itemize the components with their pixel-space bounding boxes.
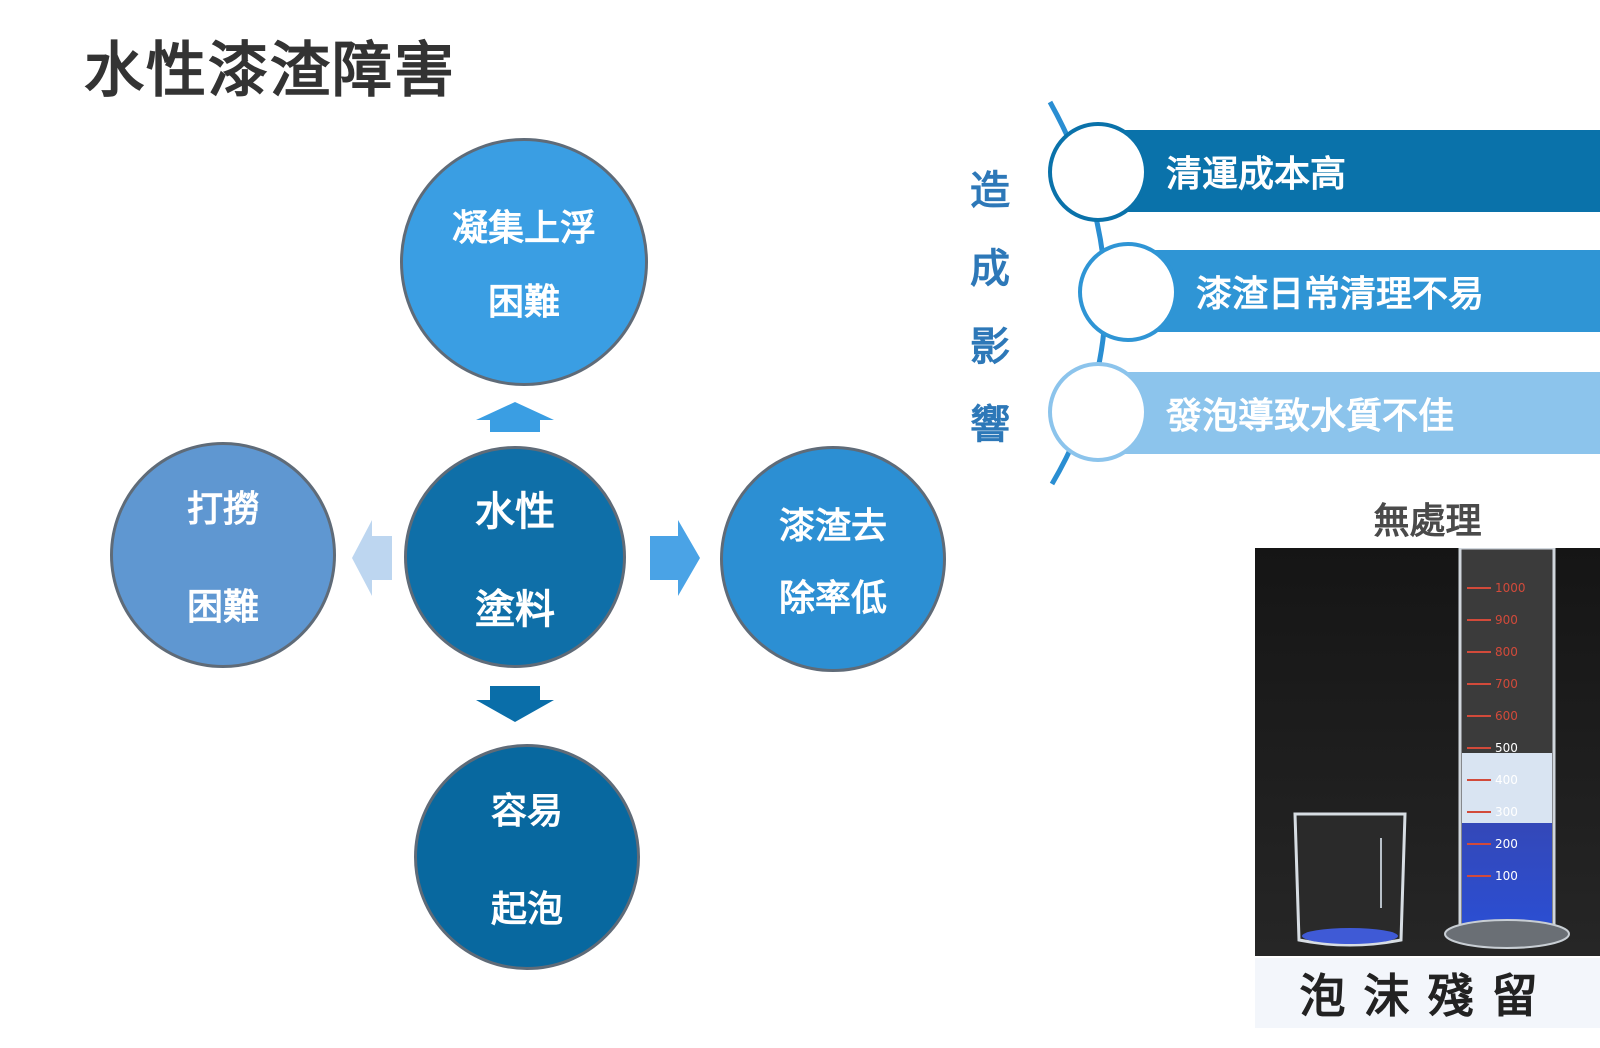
- node-text: 起泡: [490, 889, 563, 930]
- label-char: 成: [970, 246, 1010, 292]
- impact-item: 發泡導致水質不佳: [1096, 372, 1600, 454]
- graduation-label: 500: [1495, 741, 1518, 755]
- node-water-based-paint: 水性 塗料: [404, 446, 626, 668]
- graduation-label: 800: [1495, 645, 1518, 659]
- graduation-label: 1000: [1495, 581, 1526, 595]
- cylinder-liquid: [1462, 823, 1552, 926]
- photo-footer: 泡沫殘留: [1255, 958, 1600, 1028]
- graduation-label: 300: [1495, 805, 1518, 819]
- node-text: 除率低: [778, 578, 887, 619]
- graduation-label: 100: [1495, 869, 1518, 883]
- arrow-down-icon: [476, 686, 554, 722]
- beaker-shape: [1293, 812, 1407, 947]
- arrow-left-icon: [352, 520, 392, 596]
- graduation-label: 400: [1495, 773, 1518, 787]
- impact-item: 漆渣日常清理不易: [1126, 250, 1600, 332]
- cylinder-base: [1444, 919, 1570, 949]
- graduation-label: 200: [1495, 837, 1518, 851]
- impact-bullet-circle: [1048, 362, 1148, 462]
- node-low-removal-rate: 漆渣去 除率低: [720, 446, 946, 672]
- node-salvage-difficult: 打撈 困難: [110, 442, 336, 668]
- label-char: 響: [970, 402, 1010, 448]
- node-text: 困難: [186, 587, 259, 628]
- impact-item: 清運成本高: [1096, 130, 1600, 212]
- photo-caption: 無處理: [1373, 501, 1482, 542]
- label-char: 影: [970, 324, 1010, 370]
- impact-bullet-circle: [1048, 122, 1148, 222]
- impact-item-text: 發泡導致水質不佳: [1166, 396, 1455, 437]
- label-char: 造: [970, 168, 1010, 214]
- node-text: 容易: [490, 791, 563, 832]
- beaker-liquid: [1302, 928, 1398, 944]
- node-text: 水性: [475, 489, 555, 535]
- node-text: 打撈: [186, 489, 259, 530]
- graduation-label: 700: [1495, 677, 1518, 691]
- graduation-label: 900: [1495, 613, 1518, 627]
- node-foaming: 容易 起泡: [414, 744, 640, 970]
- graduation-label: 600: [1495, 709, 1518, 723]
- node-text: 塗料: [475, 587, 555, 633]
- page-title: 水性漆渣障害: [84, 36, 456, 106]
- cylinder-graduations: 1000 900 800 700 600 500 400 300 200 100: [1467, 581, 1526, 883]
- arrow-up-icon: [476, 402, 554, 432]
- impact-item-text: 清運成本高: [1166, 154, 1347, 195]
- impact-item-text: 漆渣日常清理不易: [1196, 274, 1485, 315]
- impact-bullet-circle: [1078, 242, 1178, 342]
- node-text: 凝集上浮: [451, 208, 596, 249]
- foam-residue-photo: 1000 900 800 700 600 500 400 300 200 100: [1255, 548, 1600, 956]
- arrow-right-icon: [650, 520, 700, 596]
- node-text: 漆渣去: [778, 506, 887, 547]
- impact-vertical-label: 造 成 影 響: [964, 152, 1016, 464]
- node-text: 困難: [487, 282, 560, 323]
- node-flotation-difficult: 凝集上浮 困難: [400, 138, 648, 386]
